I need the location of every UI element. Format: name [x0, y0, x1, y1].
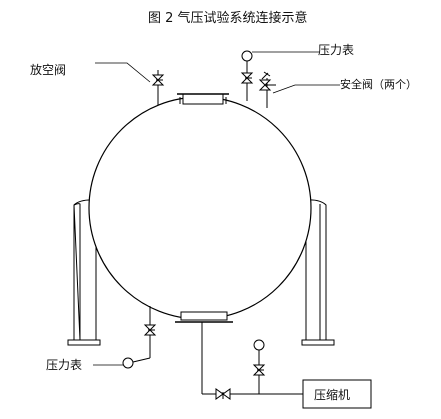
safety-valve-leader: [272, 84, 340, 94]
bottom-manhole: [175, 311, 233, 323]
vent-valve-label: 放空阀: [30, 62, 66, 77]
safety-valve: [258, 71, 276, 108]
spherical-tank: [88, 96, 312, 320]
support-leg-left: [67, 199, 101, 346]
pressure-gauge-bottom: [122, 306, 157, 369]
pressure-gauge-bottom-label: 压力表: [46, 358, 82, 372]
figure-title: 图 2 气压试验系统连接示意: [148, 10, 308, 26]
vent-valve-leader: [95, 62, 151, 83]
support-leg-right: [301, 199, 335, 346]
supply-pipe: [201, 322, 303, 400]
top-manhole: [177, 93, 229, 105]
pressure-gauge-top-label: 压力表: [318, 43, 354, 57]
compressor-label: 压缩机: [314, 387, 350, 402]
vent-valve: [151, 70, 165, 105]
pressure-gauge-top: [240, 50, 254, 101]
safety-valve-label: 安全阀（两个）: [340, 77, 417, 91]
compressor: 压缩机: [302, 379, 372, 409]
